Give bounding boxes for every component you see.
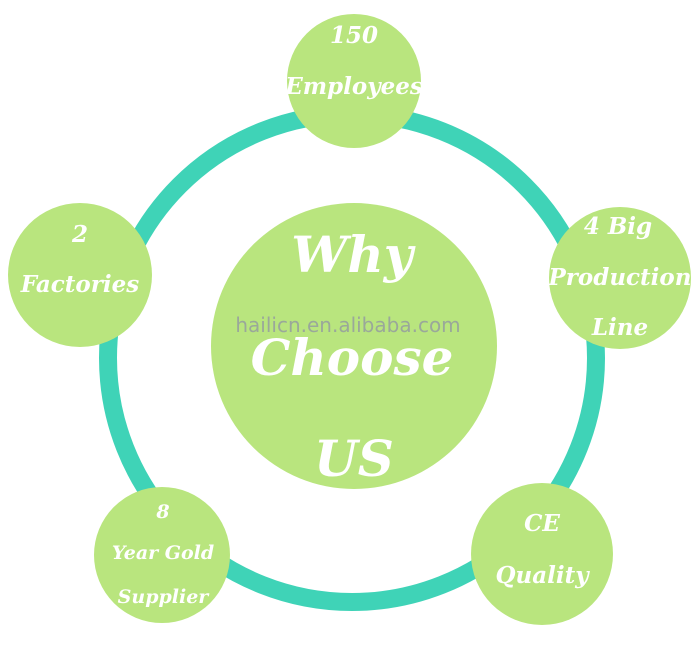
center-line-1: Why <box>291 225 416 284</box>
center-line-2: Choose <box>251 328 454 387</box>
node-quality-line-2: Quality <box>495 562 590 589</box>
node-production: 4 Big Production Line <box>548 207 692 349</box>
node-supplier-line-1: 8 <box>155 501 169 523</box>
node-factories: 2 Factories <box>8 203 152 347</box>
node-production-circle <box>549 207 691 349</box>
node-quality-circle <box>471 483 613 625</box>
watermark-text: hailicn.en.alibaba.com <box>235 313 460 337</box>
center-node: Why Choose US hailicn.en.alibaba.com <box>211 203 497 489</box>
node-employees: 150 Employees <box>284 14 423 148</box>
node-employees-line-2: Employees <box>284 73 423 100</box>
node-production-line-3: Line <box>591 314 648 341</box>
node-production-line-2: Production <box>548 264 692 291</box>
node-employees-circle <box>287 14 421 148</box>
node-factories-line-1: 2 <box>71 221 88 248</box>
node-employees-line-1: 150 <box>330 22 378 49</box>
node-supplier-line-2: Year Gold <box>112 542 214 564</box>
node-supplier-circle <box>94 487 230 623</box>
node-supplier: 8 Year Gold Supplier <box>94 487 230 623</box>
node-quality-line-1: CE <box>524 510 560 537</box>
node-supplier-line-3: Supplier <box>118 586 211 608</box>
node-quality: CE Quality <box>471 483 613 625</box>
center-line-3: US <box>314 429 394 488</box>
node-production-line-1: 4 Big <box>584 213 652 240</box>
center-circle <box>211 203 497 489</box>
node-factories-line-2: Factories <box>20 271 139 298</box>
node-factories-circle <box>8 203 152 347</box>
